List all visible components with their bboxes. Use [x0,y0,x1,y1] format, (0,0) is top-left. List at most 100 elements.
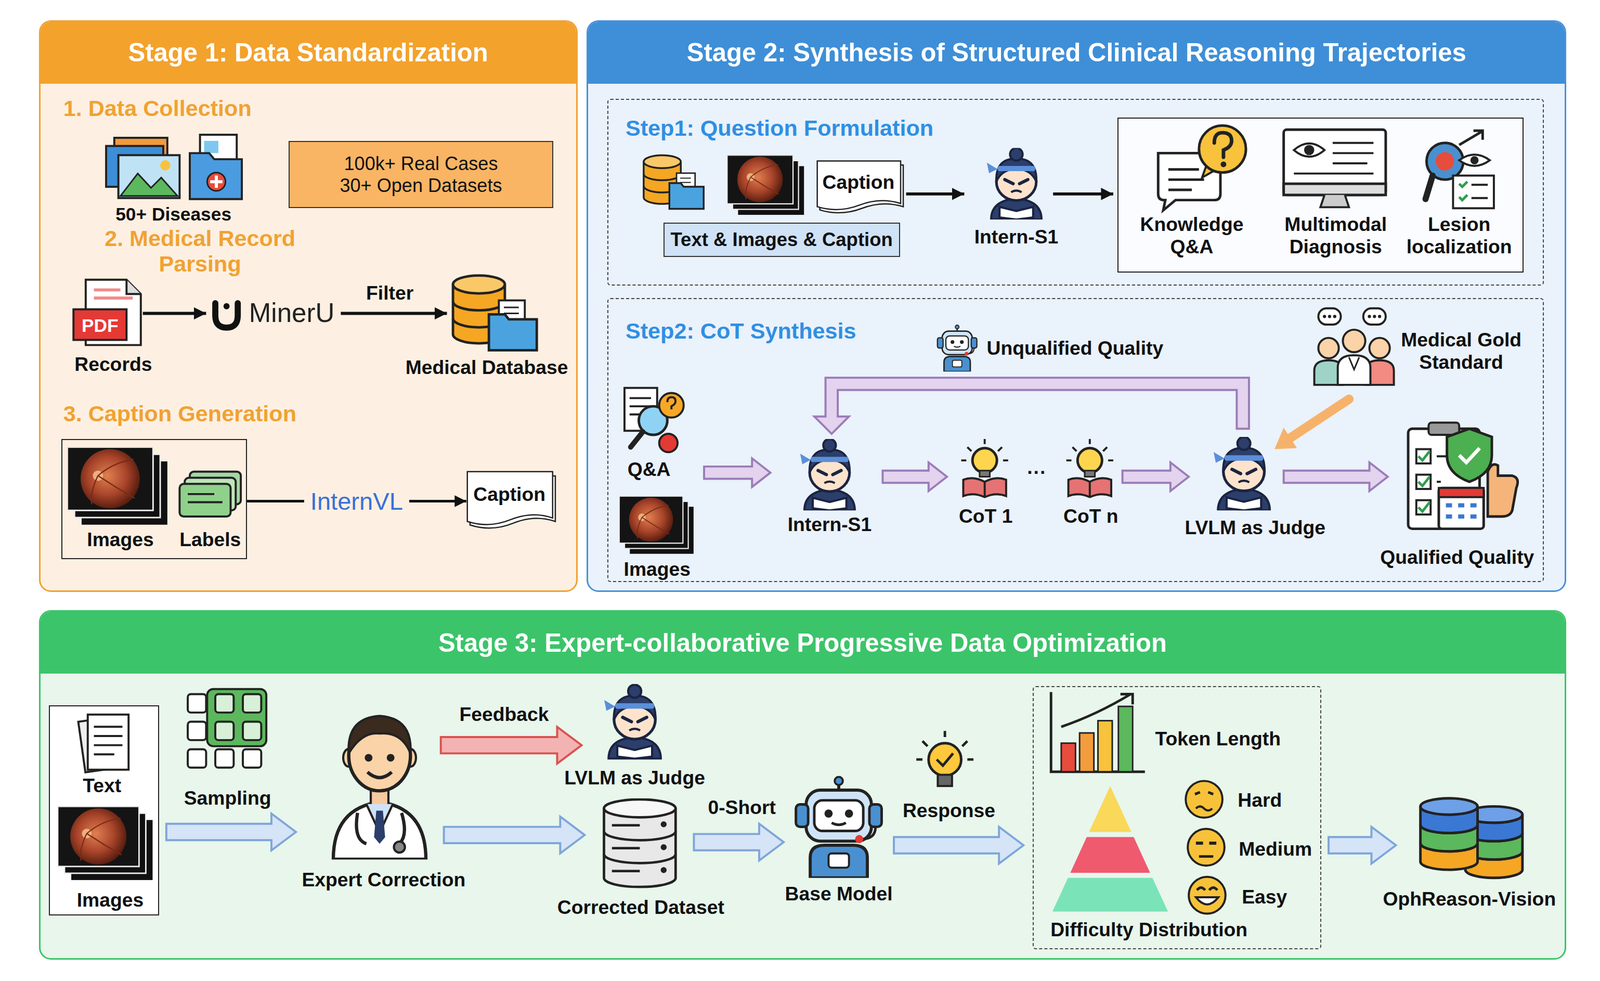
medical-folder-icon-part [203,140,218,154]
node-text: Lesion localization [1395,213,1524,258]
stage3-arrows-part [166,813,296,851]
flow-line [1052,192,1114,196]
gold-standard-icon-part [1372,314,1376,318]
difficulty-emoji-part [1187,828,1225,866]
robot-icon [796,776,882,878]
node-text: Easy [1241,885,1287,908]
response-icon-part [928,743,962,776]
gold-arrow-part [1288,398,1349,439]
lesion-icon-part [1471,184,1488,199]
qualified-icon-part [1436,456,1448,482]
doctor-icon [333,715,426,860]
monitor-icon-part [1320,194,1349,208]
text-label: Filter [366,281,414,305]
scroll-body: Caption [466,470,553,519]
node-text: Hard [1237,788,1282,812]
bar-chart-part [1061,743,1076,772]
text-label: Medical Gold Standard [1384,328,1538,374]
bar-chart-part [1079,732,1094,772]
question-icon-part [659,433,678,452]
flow-arrows-part [814,377,1250,434]
text-label: 1. Data Collection [63,95,252,122]
text-label: Records [74,353,152,376]
panel-ground-part [48,705,160,916]
qa-icon-part [1214,132,1232,158]
text-label: CoT 1 [958,504,1013,528]
photo-icon [106,137,180,199]
text-label: Qualified Quality [1380,545,1534,569]
bar-chart-part [1118,706,1133,772]
intern-s1-icon [986,148,1042,220]
difficulty-emoji-part [1188,876,1226,914]
difficulty-emoji-part [1199,854,1214,858]
monitor-icon-part [1283,129,1386,195]
gold-standard-icon-part [1328,314,1332,318]
lesion-icon-part [1459,130,1483,145]
gold-arrow [1274,398,1349,449]
gold-standard-icon [1314,308,1395,385]
gold-standard-icon-part [1318,337,1339,359]
text-label: MinerU [249,297,335,329]
photo-icon-part [120,173,178,197]
flow-arrows-part [1122,462,1190,491]
fundus-images [67,447,168,525]
gold-standard-icon-part [1363,308,1386,325]
parse-arrow-part [142,311,207,316]
text-label: 3. Caption Generation [63,400,297,427]
flow-line [906,192,965,196]
step-title: Step2: CoT Synthesis [625,318,857,345]
scroll-text: Caption [473,483,546,506]
sampling-icon-part [215,749,234,768]
panel-ground-part [586,20,1567,592]
difficulty-emoji-part [1194,791,1214,795]
stage-panel: Stage 3: Expert-collaborative Progressiv… [38,609,1567,959]
scroll-body: Caption [816,160,901,204]
qa-icon-part [1199,125,1246,173]
stage3-arrows-part [693,823,784,861]
gold-standard-icon-part [1348,357,1360,370]
qualified-icon-part [1438,487,1484,529]
text-label: 50+ Diseases [115,203,232,226]
lesion-icon-part [1425,175,1433,200]
robot-icon [937,324,978,372]
task-box: Knowledge Q&AMultimodal DiagnosisLesion … [1117,117,1524,273]
response-icon-part [936,752,953,766]
medical-folder-icon-part [206,172,226,191]
box-text: 100k+ Real Cases 30+ Open Datasets [327,152,514,197]
pyramid [1052,785,1168,912]
judge-icon [1213,436,1270,511]
text-label: Intern-S1 [787,513,873,536]
text-label: LVLM as Judge [564,766,706,789]
feedback-arrow [440,726,582,764]
labels-icon-part [179,483,231,517]
dataset-icon [604,799,676,887]
text-icon-part [87,714,129,770]
node-text: Knowledge Q&A [1127,213,1256,258]
gold-standard-icon-part [1318,308,1341,325]
text-label: PDF [81,315,119,337]
difficulty-box: Token LengthHardMediumEasyDifficulty Dis… [1032,685,1322,949]
node-text: Medium [1238,837,1312,861]
text-label: OphReason-Vision [1382,887,1556,910]
pyramid-part [1052,877,1168,912]
panel-ground-part [38,610,1567,960]
pdf-icon-part [73,309,127,341]
lesion-icon-part [1459,154,1490,166]
text-label: CoT n [1063,504,1119,528]
stage3-arrows-part [893,826,1024,864]
text-label: Feedback [459,703,549,726]
input-box: TextImages [48,705,160,916]
flow-arrows-part [882,462,947,491]
sampling-icon-part [187,749,206,768]
scroll-outline [467,471,553,525]
text-label: Response [902,799,996,822]
pdf-icon-part [94,289,134,298]
response-icon-part [937,774,952,787]
gold-standard-icon-part [1369,337,1390,359]
parse-arrow-part [215,303,238,328]
cot-icon [961,438,1009,498]
monitor-icon-part [1304,145,1315,156]
database-icon [643,155,704,210]
